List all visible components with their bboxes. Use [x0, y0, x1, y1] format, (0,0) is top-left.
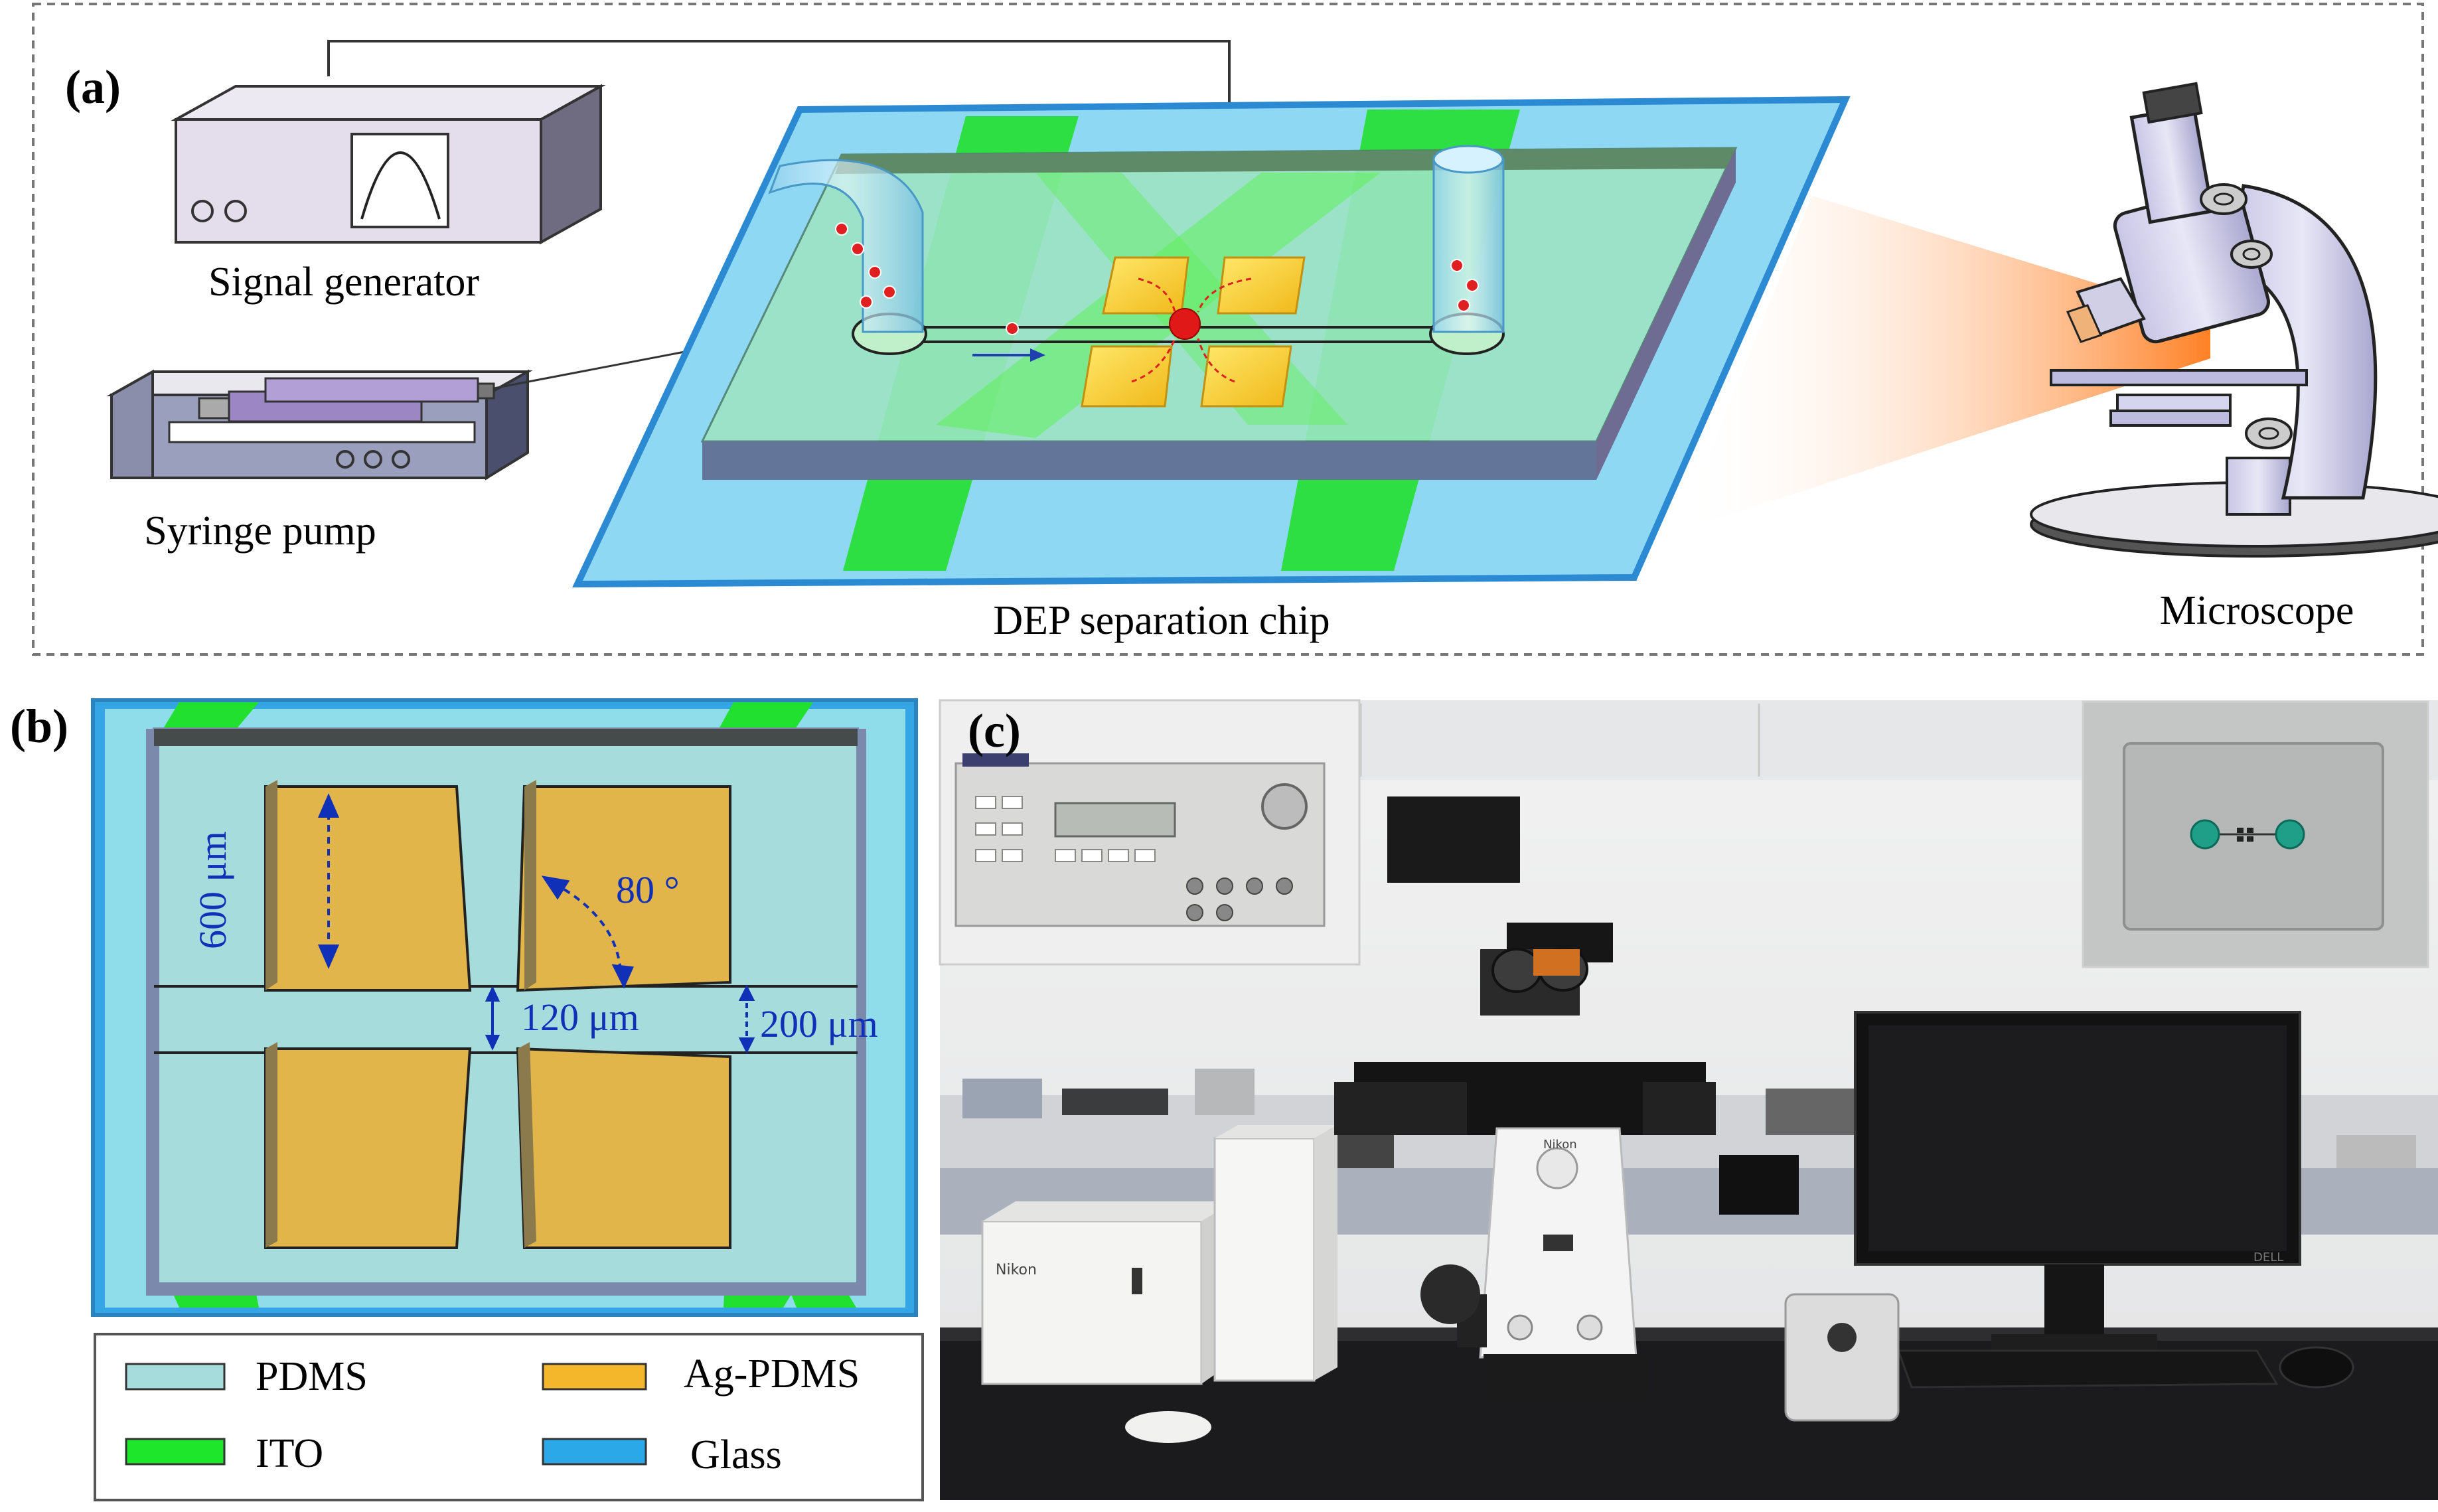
panel-b: (b) — [10, 698, 924, 1501]
legend-swatch-ag-pdms — [542, 1363, 647, 1391]
dim-600-label: 600 μm — [191, 831, 234, 949]
panel-a-label: (a) — [65, 60, 121, 113]
dim-200-label: 200 μm — [760, 1002, 878, 1045]
nikon-box-brand: Nikon — [996, 1262, 1037, 1278]
electrodes-3d — [1081, 256, 1306, 408]
electrodes-topview — [264, 780, 731, 1249]
dimensions — [317, 793, 755, 1054]
joystick-controller — [1784, 1293, 1900, 1422]
trapped-particle — [1169, 308, 1201, 340]
syringe-pump — [106, 369, 533, 481]
panel-a: (a) Signal generator — [32, 3, 2438, 656]
legend-swatch-pdms — [125, 1363, 226, 1391]
signal-generator-label: Signal generator — [208, 260, 479, 305]
inset-chip-photo — [2082, 700, 2429, 968]
legend: PDMS Ag-PDMS ITO Glass — [94, 1333, 924, 1501]
pdms-front-wall — [702, 441, 1596, 480]
mouse — [2279, 1346, 2354, 1389]
legend-swatch-glass — [542, 1438, 647, 1466]
syringe-pump-label: Syringe pump — [144, 508, 376, 554]
chip-label: DEP separation chip — [993, 598, 1330, 643]
nikon-scope-brand: Nikon — [1543, 1138, 1577, 1152]
legend-label-ito: ITO — [256, 1431, 323, 1476]
lab-microscope — [1334, 796, 1799, 1400]
legend-label-glass: Glass — [690, 1432, 782, 1477]
microscope — [2030, 82, 2438, 558]
pdms-back-wall — [835, 148, 1736, 174]
signal-wire — [327, 40, 1231, 123]
signal-generator — [171, 84, 606, 245]
inset-signal-generator — [939, 699, 1361, 966]
monitor-brand: DELL — [2253, 1250, 2283, 1264]
legend-swatch-ito — [125, 1438, 226, 1466]
particles — [835, 222, 1479, 335]
panel-c: Nikon Nikon — [939, 699, 2438, 1500]
pdms-area — [153, 727, 859, 1285]
panel-b-label: (b) — [10, 700, 68, 753]
legend-label-pdms: PDMS — [256, 1354, 368, 1399]
microscope-label: Microscope — [2160, 588, 2354, 633]
pdms-side-wall — [1596, 148, 1736, 480]
nikon-box — [981, 1201, 1235, 1385]
light-beam — [1679, 196, 2210, 531]
dep-chip — [572, 96, 1851, 588]
dim-120-label: 120 μm — [521, 996, 639, 1039]
legend-box — [94, 1333, 924, 1501]
legend-label-ag-pdms: Ag-PDMS — [684, 1351, 860, 1397]
dim-80-label: 80 ° — [616, 868, 680, 911]
keyboard — [1896, 1349, 2279, 1389]
monitor — [1854, 1011, 2301, 1351]
panel-c-label: (c) — [968, 704, 1021, 757]
